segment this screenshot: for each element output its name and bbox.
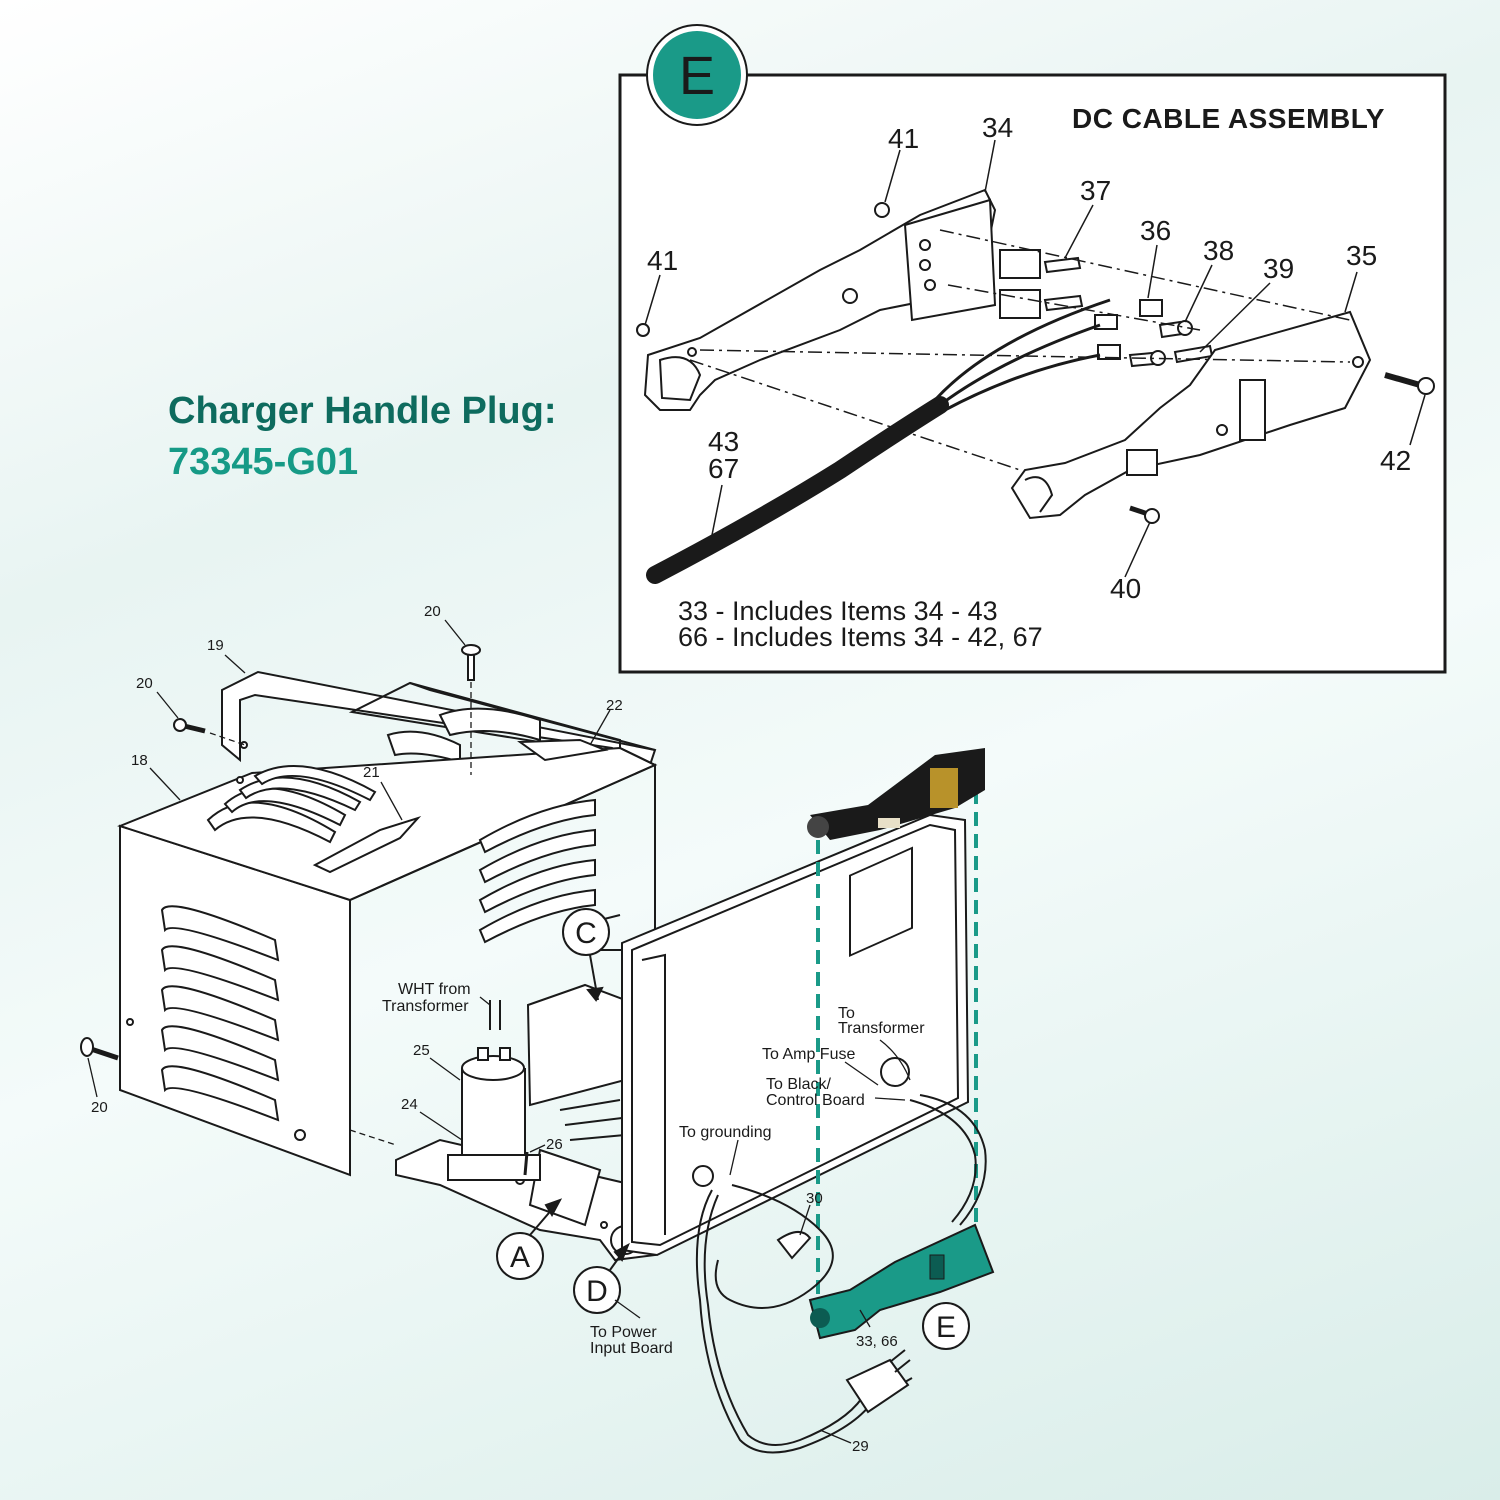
callout-c-letter: C [575, 917, 597, 950]
label-22: 22 [606, 697, 623, 714]
black-handle [807, 748, 985, 840]
label-36: 36 [1140, 215, 1171, 246]
callout-d-letter: D [586, 1275, 608, 1308]
capacitor-25 [447, 1000, 541, 1181]
label-42: 42 [1380, 445, 1411, 476]
note-power-line2: Input Board [590, 1340, 673, 1357]
callout-e-letter: E [936, 1311, 956, 1344]
note-wht-line2: Transformer [382, 998, 469, 1015]
note-transformer-line2: Transformer [838, 1020, 925, 1037]
part-number: 73345-G01 [168, 441, 359, 483]
inset-note-66: 66 - Includes Items 34 - 42, 67 [678, 622, 1043, 652]
main-leaders [87, 619, 911, 1444]
callout-e [922, 1302, 970, 1350]
enclosure-box-18 [117, 738, 658, 1255]
callout-c [562, 908, 610, 956]
inset-heading: DC CABLE ASSEMBLY [1072, 103, 1385, 134]
label-67: 67 [708, 453, 739, 484]
charger-enclosure: C A D E [80, 603, 995, 1455]
screws-20 [80, 644, 529, 1176]
label-26: 26 [546, 1136, 563, 1153]
label-43: 43 [708, 426, 739, 457]
inset-screws [636, 202, 1435, 524]
label-39: 39 [1263, 253, 1294, 284]
dc-cable-inset: E DC CABLE ASSEMBLY [618, 24, 1447, 674]
label-19: 19 [207, 637, 224, 654]
label-29: 29 [852, 1438, 869, 1455]
label-41-left: 41 [647, 245, 678, 276]
callout-a-letter: A [510, 1241, 530, 1274]
front-panel [621, 813, 970, 1257]
inset-badge-letter: E [679, 46, 715, 106]
inset-leaders [644, 139, 1426, 578]
handle-alignment-lines [816, 790, 978, 1300]
label-41-top: 41 [888, 123, 919, 154]
green-handle [808, 1223, 995, 1340]
label-33-66: 33, 66 [856, 1333, 898, 1350]
callout-a [496, 1232, 544, 1280]
label-24: 24 [401, 1096, 418, 1113]
inset-note-33: 33 - Includes Items 34 - 43 [678, 596, 998, 626]
ac-cord-29 [695, 1094, 987, 1454]
note-transformer-line1: To [838, 1005, 855, 1022]
note-power-line1: To Power [590, 1324, 657, 1341]
label-38: 38 [1203, 235, 1234, 266]
handle-half-35 [1010, 310, 1372, 520]
label-35: 35 [1346, 240, 1377, 271]
main-alignment-lines [209, 682, 472, 1146]
label-21: 21 [363, 764, 380, 781]
callout-d [573, 1266, 621, 1314]
label-25: 25 [413, 1042, 430, 1059]
label-18: 18 [131, 752, 148, 769]
inset-badge: E [646, 24, 748, 126]
label-20-left: 20 [136, 675, 153, 692]
label-34: 34 [982, 112, 1013, 143]
dc-cable [646, 396, 949, 584]
label-20-top: 20 [424, 603, 441, 620]
inset-alignment-lines [689, 229, 1351, 471]
label-20-bottom: 20 [91, 1099, 108, 1116]
note-wht-line1: WHT from [398, 981, 471, 998]
note-black-line1: To Black/ [766, 1076, 831, 1093]
product-title: Charger Handle Plug: [168, 390, 557, 432]
contact-blocks [999, 249, 1163, 360]
note-amp-fuse: To Amp Fuse [762, 1046, 855, 1063]
note-black-line2: Control Board [766, 1092, 865, 1109]
label-40: 40 [1110, 573, 1141, 604]
note-grounding: To grounding [679, 1124, 772, 1141]
cable-wires [933, 298, 1111, 412]
handle-half-34 [643, 188, 997, 411]
label-37: 37 [1080, 175, 1111, 206]
label-30: 30 [806, 1190, 823, 1207]
main-callouts [496, 908, 970, 1350]
